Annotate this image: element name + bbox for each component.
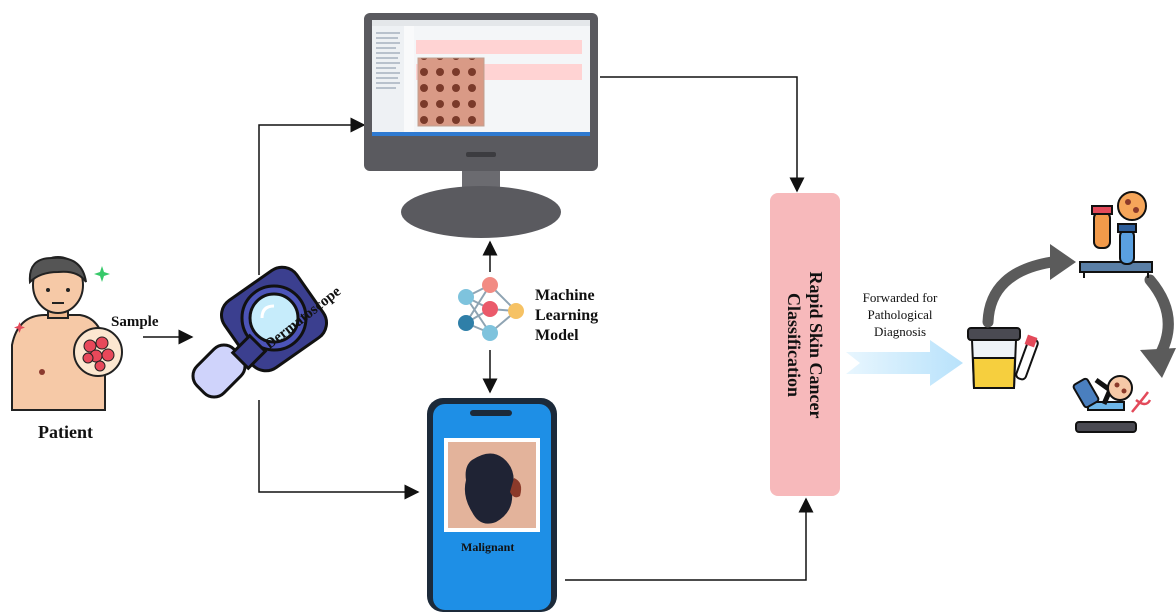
monitor-to-classification-arrow bbox=[600, 76, 805, 193]
sample-container-icon bbox=[967, 327, 1039, 389]
forwarded-line-1: Forwarded for bbox=[862, 290, 938, 305]
forwarded-label: Forwarded for Pathological Diagnosis bbox=[846, 289, 954, 340]
classification-line-2: Classification bbox=[784, 292, 804, 397]
dermatoscope-icon bbox=[191, 265, 328, 399]
patient-label: Patient bbox=[38, 422, 93, 442]
monitor-icon bbox=[364, 13, 598, 238]
neural-network-icon bbox=[458, 277, 524, 341]
ml-label-line-2: Learning bbox=[535, 307, 599, 324]
patient-icon bbox=[11, 256, 123, 411]
forwarded-line-3: Diagnosis bbox=[874, 324, 926, 339]
cycle-arrows bbox=[982, 244, 1176, 378]
forward-arrow bbox=[846, 340, 963, 386]
ml-model-label: Machine Learning Model bbox=[535, 286, 625, 346]
forwarded-line-2: Pathological bbox=[867, 307, 933, 322]
test-tubes-icon bbox=[1079, 191, 1153, 278]
connector-arrows bbox=[143, 76, 814, 581]
sample-label: Sample bbox=[111, 314, 159, 330]
dermatoscope-to-phone-arrow bbox=[258, 400, 420, 500]
ml-label-line-1: Machine bbox=[535, 287, 595, 304]
dermatoscope-to-monitor-arrow bbox=[258, 117, 366, 275]
phone-to-classification-arrow bbox=[565, 497, 814, 581]
classification-line-1: Rapid Skin Cancer bbox=[806, 270, 826, 419]
microscope-icon bbox=[1072, 375, 1152, 433]
smartphone-icon bbox=[427, 398, 557, 612]
malignant-label: Malignant bbox=[461, 540, 515, 554]
classification-box bbox=[770, 193, 840, 496]
ml-label-line-3: Model bbox=[535, 327, 579, 344]
